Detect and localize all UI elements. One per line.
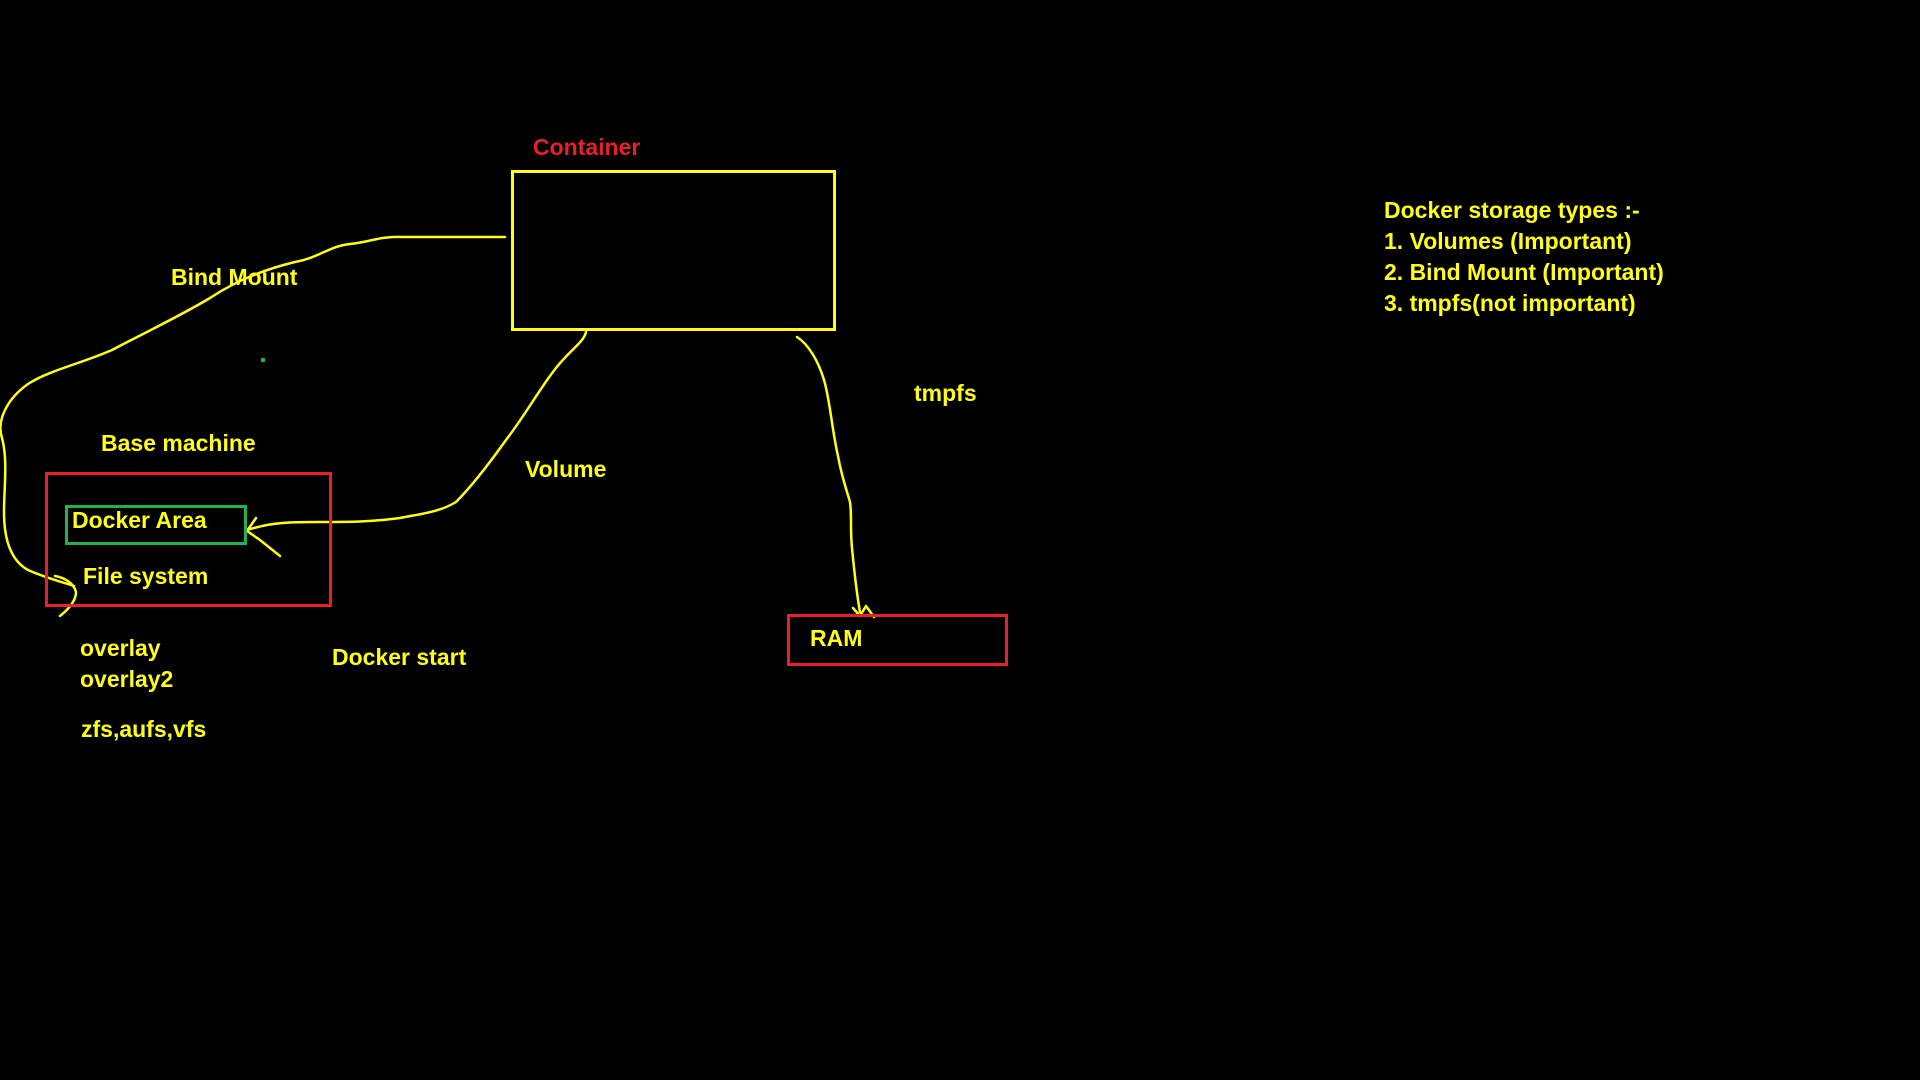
container-title: Container bbox=[533, 134, 641, 160]
file-system-label: File system bbox=[83, 563, 209, 589]
bind-mount-arrow bbox=[0, 235, 507, 588]
storage-driver-others: zfs,aufs,vfs bbox=[81, 716, 207, 742]
ram-box bbox=[787, 614, 1008, 666]
storage-type-item: 2. Bind Mount (Important) bbox=[1384, 259, 1664, 285]
tmpfs-arrow bbox=[795, 335, 862, 614]
storage-driver-item: overlay2 bbox=[80, 666, 174, 692]
base-machine-box bbox=[45, 472, 332, 607]
tmpfs-arrowhead bbox=[851, 604, 876, 619]
docker-start-label: Docker start bbox=[332, 644, 467, 670]
storage-types-heading: Docker storage types :- bbox=[1384, 197, 1640, 223]
green-dot bbox=[261, 358, 265, 362]
tmpfs-label: tmpfs bbox=[914, 380, 977, 406]
base-machine-title: Base machine bbox=[101, 430, 256, 456]
docker-area-label: Docker Area bbox=[72, 507, 207, 533]
volume-arrowhead bbox=[245, 516, 282, 558]
bind-mount-arrowhead bbox=[53, 574, 78, 618]
bind-mount-label: Bind Mount bbox=[171, 264, 298, 290]
storage-driver-item: overlay bbox=[80, 635, 161, 661]
container-box bbox=[511, 170, 836, 331]
volume-label: Volume bbox=[525, 456, 607, 482]
storage-type-item: 3. tmpfs(not important) bbox=[1384, 290, 1636, 316]
storage-type-item: 1. Volumes (Important) bbox=[1384, 228, 1632, 254]
docker-area-box bbox=[65, 505, 247, 545]
ram-label: RAM bbox=[810, 625, 863, 651]
volume-arrow bbox=[244, 330, 588, 533]
